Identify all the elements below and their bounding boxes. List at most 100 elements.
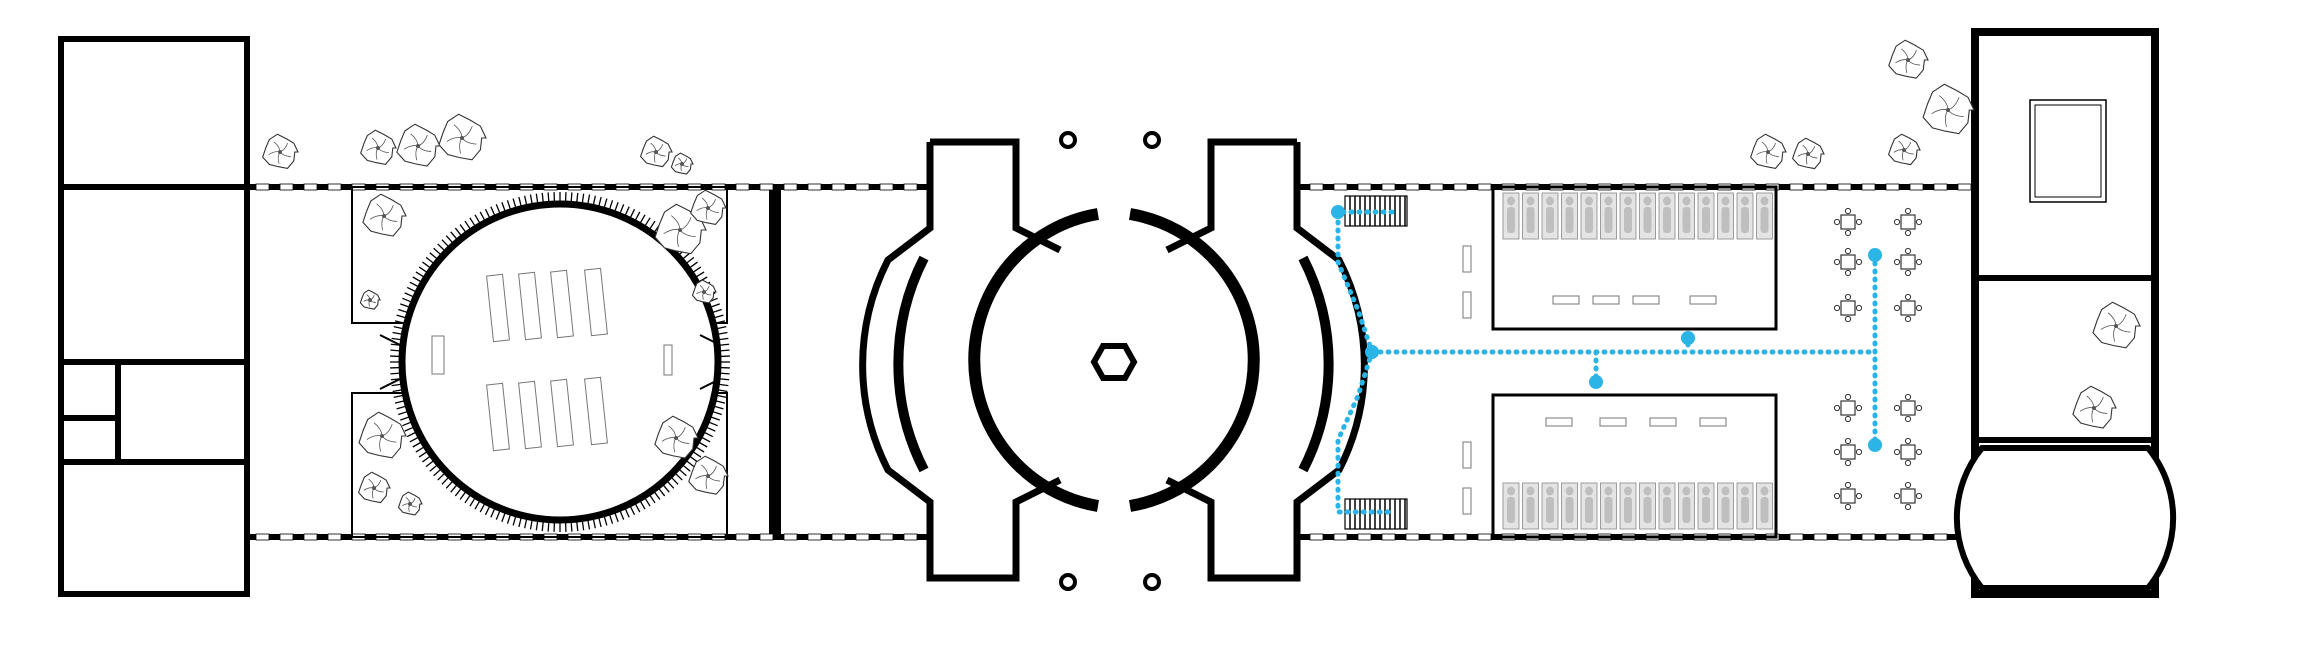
chair-icon <box>1855 492 1863 500</box>
window <box>1333 533 1348 541</box>
route-node <box>1331 205 1345 219</box>
audience-figure <box>1507 196 1515 206</box>
tree-icon <box>639 135 673 168</box>
window <box>855 183 870 191</box>
audience-figure <box>1702 196 1710 206</box>
window <box>831 183 846 191</box>
tree-icon <box>1887 133 1921 166</box>
window <box>303 183 318 191</box>
window <box>783 183 798 191</box>
window <box>1861 533 1876 541</box>
chair-icon <box>1855 404 1863 412</box>
tree-icon <box>688 455 729 495</box>
chair-icon <box>1833 304 1841 312</box>
stage-props <box>1545 295 1727 427</box>
chair-icon <box>1904 269 1912 277</box>
window <box>1861 183 1876 191</box>
cafe-table <box>1840 488 1856 504</box>
window <box>1885 533 1900 541</box>
window <box>735 183 750 191</box>
window <box>1837 183 1852 191</box>
tree-icon <box>396 123 441 167</box>
chair-icon <box>1844 247 1852 255</box>
chair-icon <box>1904 481 1912 489</box>
chair-icon <box>1855 304 1863 312</box>
audience-figure <box>1721 196 1730 206</box>
cafe-table <box>1900 300 1916 316</box>
bench <box>486 273 510 343</box>
cafe-table <box>1840 444 1856 460</box>
window <box>1909 183 1924 191</box>
tree-icon <box>360 129 397 165</box>
tree-icon <box>654 415 699 459</box>
window <box>303 533 318 541</box>
window <box>1933 533 1948 541</box>
tree-icon <box>262 133 299 169</box>
audience-figure <box>1643 196 1652 206</box>
audience-figure <box>1565 196 1574 206</box>
tree-icon <box>358 411 407 459</box>
chair-icon <box>1904 293 1912 301</box>
bench <box>550 269 574 339</box>
chair-icon <box>1893 404 1901 412</box>
window <box>255 183 270 191</box>
window <box>903 183 918 191</box>
audience-figure <box>1585 196 1593 206</box>
route-node <box>1589 375 1603 389</box>
tree-icons <box>262 39 2141 516</box>
chair-icon <box>1904 437 1912 445</box>
chair-icon <box>1893 448 1901 456</box>
window <box>1477 183 1492 191</box>
audience-figure <box>1760 196 1769 206</box>
bench <box>518 380 542 450</box>
round-room <box>1953 445 2177 591</box>
audience-figure <box>1682 196 1691 206</box>
audience-figure <box>1682 486 1691 496</box>
chair-icon <box>1855 448 1863 456</box>
chair-icon <box>1844 481 1852 489</box>
tree-icon <box>438 113 487 161</box>
window <box>1477 533 1492 541</box>
tree-icon <box>357 471 391 504</box>
window <box>1789 533 1804 541</box>
cafe-table <box>1840 214 1856 230</box>
cafe-table <box>1900 444 1916 460</box>
window <box>807 533 822 541</box>
window <box>1453 183 1468 191</box>
cafe-table <box>1900 214 1916 230</box>
window <box>807 183 822 191</box>
tree-icon <box>1791 137 1825 170</box>
audience-figure <box>1507 486 1515 496</box>
chair-icon <box>1844 437 1852 445</box>
chair-icon <box>1833 258 1841 266</box>
chair-icon <box>1893 492 1901 500</box>
round-auditorium <box>351 186 730 538</box>
window <box>1357 183 1372 191</box>
circulation-route <box>1331 205 1882 515</box>
window <box>1429 183 1444 191</box>
chair-icon <box>1844 393 1852 401</box>
bench <box>584 376 608 446</box>
window <box>1405 533 1420 541</box>
audience-figures <box>1502 192 1773 530</box>
window <box>279 183 294 191</box>
right-building-block <box>1953 28 2177 598</box>
tree-icon <box>2072 385 2117 429</box>
chair-icon <box>1844 415 1852 423</box>
window <box>1789 183 1804 191</box>
left-building-block <box>58 36 250 597</box>
audience-figure <box>1702 486 1710 496</box>
rotunda-wall-east <box>1129 208 1260 512</box>
tree-icon <box>397 491 423 516</box>
cafe-table <box>1900 254 1916 270</box>
window <box>735 533 750 541</box>
window <box>1309 533 1324 541</box>
audience-figure <box>1721 486 1730 496</box>
chair-icon <box>1844 315 1852 323</box>
tree-icon <box>690 189 727 225</box>
window <box>1909 533 1924 541</box>
side-table <box>663 344 673 376</box>
audience-figure <box>1565 486 1574 496</box>
window <box>1933 183 1948 191</box>
